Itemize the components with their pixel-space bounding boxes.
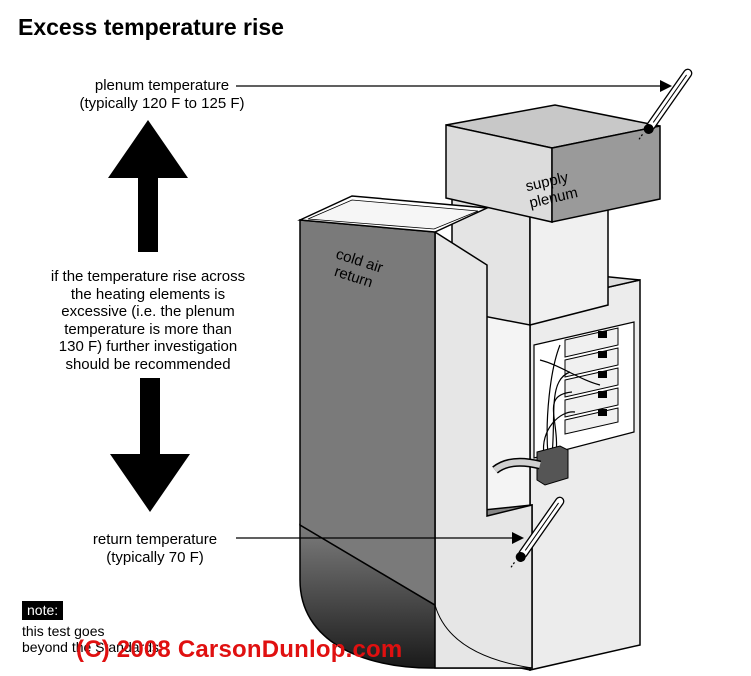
- up-arrow-icon: [108, 120, 188, 252]
- note-line2: beyond the Standards: [22, 639, 159, 655]
- return-thermometer-icon: [510, 496, 565, 568]
- panel-wiring: [539, 344, 601, 456]
- explanation-line: should be recommended: [65, 355, 231, 373]
- explanation-line: 130 F) further investigation: [58, 338, 238, 355]
- return-temperature-line1: return temperature: [92, 531, 218, 548]
- supply-plenum-side: [551, 125, 661, 223]
- down-arrow-icon: [110, 378, 190, 512]
- note-text: this test goes beyond the Standards: [22, 623, 192, 655]
- note-line1: this test goes: [22, 623, 105, 639]
- plenum-thermometer-icon: [638, 68, 693, 140]
- return-temperature-label: return temperature (typically 70 F): [70, 531, 240, 567]
- plenum-temperature-label: plenum temperature (typically 120 F to 1…: [62, 77, 262, 113]
- heating-elements: [564, 327, 619, 435]
- explanation-line: temperature is more than: [64, 320, 232, 338]
- explanation-line: if the temperature rise across: [50, 268, 246, 285]
- return-duct-side: [434, 230, 533, 669]
- junction-box: [536, 445, 569, 486]
- relay-terminals: [598, 331, 607, 416]
- plenum-temperature-line2: (typically 120 F to 125 F): [79, 95, 245, 112]
- copyright-watermark: (C) 2008 CarsonDunlop.com: [76, 636, 403, 663]
- return-temperature-line2: (typically 70 F): [106, 549, 204, 566]
- plenum-temperature-line1: plenum temperature: [94, 77, 230, 94]
- explanation-line: excessive (i.e. the plenum: [61, 303, 235, 320]
- explanation-line: the heating elements is: [70, 285, 226, 303]
- diagram-title: Excess temperature rise: [18, 14, 284, 40]
- explanation-text: if the temperature rise across the heati…: [20, 268, 276, 373]
- note-badge: note:: [22, 601, 64, 620]
